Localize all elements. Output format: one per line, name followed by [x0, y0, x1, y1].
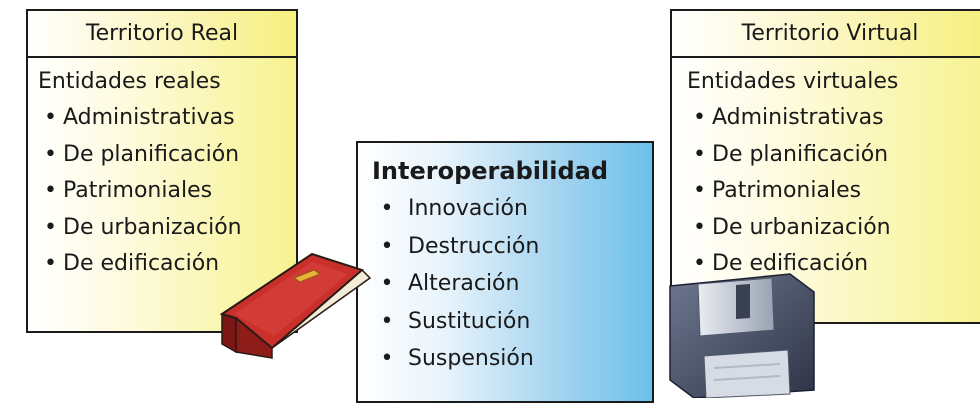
book-icon: [219, 252, 372, 359]
list-item-label: Administrativas: [712, 105, 884, 130]
floppy-disk-icon: [669, 273, 815, 398]
territorio-virtual-body: Entidades virtuales •Administrativas •De…: [672, 58, 980, 283]
list-item-label: De edificación: [712, 251, 869, 276]
list-item: •Administrativas: [38, 100, 296, 137]
list-item-label: Suspensión: [408, 346, 534, 371]
territorio-real-panel: Territorio Real Entidades reales •Admini…: [26, 9, 298, 333]
list-item: • Suspensión: [372, 340, 652, 378]
list-item-label: Alteración: [408, 271, 520, 296]
list-item: • Destrucción: [372, 228, 652, 266]
entidades-reales-heading: Entidades reales: [38, 69, 221, 94]
list-item: •Patrimoniales: [687, 173, 980, 210]
bullet-icon: •: [693, 214, 706, 240]
territorio-real-body: Entidades reales •Administrativas •De pl…: [28, 58, 296, 283]
list-item-label: Administrativas: [63, 105, 235, 130]
bullet-icon: •: [44, 178, 57, 203]
list-item: •Administrativas: [687, 100, 980, 137]
list-item-label: De planificación: [712, 141, 889, 167]
list-item-label: De edificación: [63, 251, 220, 276]
list-item: •De urbanización: [38, 210, 296, 247]
list-item-label: Destrucción: [408, 233, 540, 259]
list-item-label: Innovación: [408, 196, 528, 221]
bullet-icon: •: [693, 141, 706, 167]
list-item: •De urbanización: [687, 210, 980, 247]
bullet-icon: •: [44, 251, 57, 276]
list-item: •De planificación: [687, 137, 980, 174]
territorio-virtual-panel: Territorio Virtual Entidades virtuales •…: [670, 9, 980, 324]
territorio-real-title: Territorio Real: [28, 11, 296, 58]
entidades-virtuales-list: •Administrativas •De planificación •Patr…: [687, 100, 980, 283]
list-item-label: Sustitución: [408, 308, 531, 334]
interoperabilidad-title: Interoperabilidad: [372, 157, 608, 185]
list-item-label: De urbanización: [712, 214, 891, 240]
bullet-icon: •: [693, 105, 706, 130]
bullet-icon: •: [380, 233, 394, 259]
bullet-icon: •: [693, 251, 706, 276]
list-item: •De edificación: [687, 246, 980, 283]
bullet-icon: •: [380, 271, 394, 296]
bullet-icon: •: [380, 196, 394, 221]
entidades-reales-list: •Administrativas •De planificación •Patr…: [38, 100, 296, 283]
bullet-icon: •: [380, 346, 394, 371]
list-item-label: Patrimoniales: [63, 178, 213, 203]
list-item: •De planificación: [38, 137, 296, 174]
bullet-icon: •: [44, 214, 57, 240]
territorio-virtual-title: Territorio Virtual: [672, 11, 980, 58]
bullet-icon: •: [693, 178, 706, 203]
list-item-label: Patrimoniales: [712, 178, 862, 203]
interoperabilidad-list: • Innovación • Destrucción • Alteración • Su…: [372, 190, 652, 378]
list-item: • Innovación: [372, 190, 652, 228]
interoperabilidad-panel: Interoperabilidad • Innovación • Destrucci…: [356, 141, 654, 403]
bullet-icon: •: [44, 141, 57, 167]
list-item: • Sustitución: [372, 303, 652, 341]
list-item: •Patrimoniales: [38, 173, 296, 210]
list-item: •De edificación: [38, 246, 296, 283]
list-item-label: De urbanización: [63, 214, 242, 240]
bullet-icon: •: [380, 308, 394, 334]
list-item: • Alteración: [372, 265, 652, 303]
list-item-label: De planificación: [63, 141, 240, 167]
entidades-virtuales-heading: Entidades virtuales: [687, 69, 899, 94]
bullet-icon: •: [44, 105, 57, 130]
